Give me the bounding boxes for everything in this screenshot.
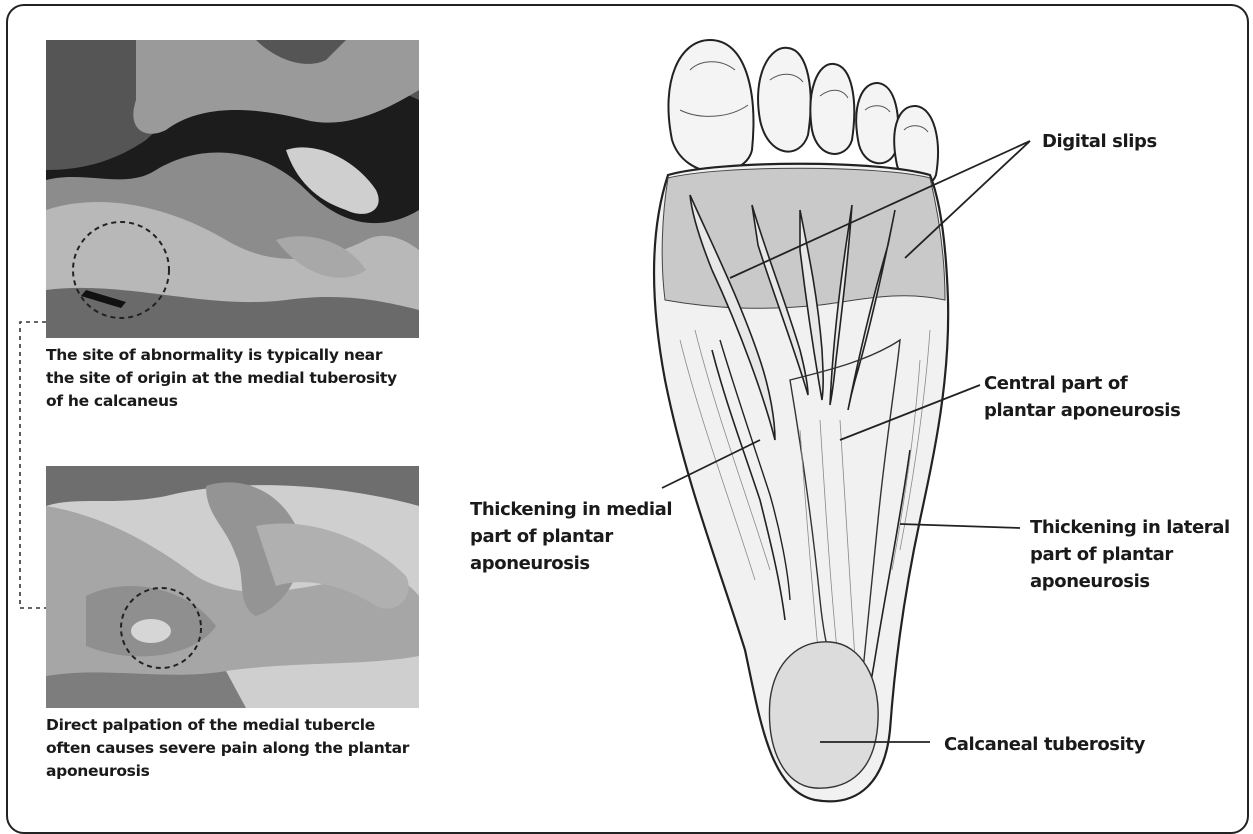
label-digital-slips: Digital slips [1042, 128, 1157, 155]
label-line: Thickening in lateral [1030, 514, 1230, 541]
label-line: aponeurosis [1030, 568, 1230, 595]
label-line: part of plantar [470, 523, 672, 550]
label-line: Central part of [984, 370, 1180, 397]
label-line: Digital slips [1042, 128, 1157, 155]
label-calcaneal-tuberosity: Calcaneal tuberosity [944, 731, 1145, 758]
label-medial-thickening: Thickening in medial part of plantar apo… [470, 496, 672, 577]
label-lateral-thickening: Thickening in lateral part of plantar ap… [1030, 514, 1230, 595]
dashed-connector [20, 322, 46, 608]
label-central-part: Central part of plantar aponeurosis [984, 370, 1180, 424]
label-line: part of plantar [1030, 541, 1230, 568]
label-line: Calcaneal tuberosity [944, 731, 1145, 758]
heel-pad [769, 642, 878, 788]
label-line: aponeurosis [470, 550, 672, 577]
label-line: plantar aponeurosis [984, 397, 1180, 424]
label-line: Thickening in medial [470, 496, 672, 523]
